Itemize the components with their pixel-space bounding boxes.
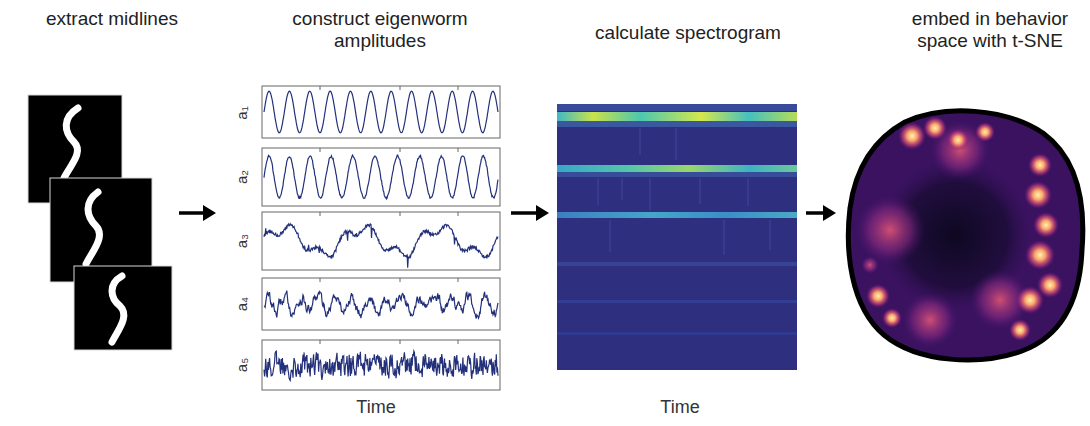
axis-label: a₁ [233,106,250,119]
axis-label: a₃ [233,234,250,248]
plot-frame [262,212,500,270]
panel-heading: calculate spectrogram [573,22,803,44]
arrow-head [203,205,216,221]
arrow-shaft [806,211,824,215]
panel-heading: embed in behavior space with t-SNE [895,8,1085,52]
axis-tick [458,278,459,282]
plot-frame [262,340,500,390]
panel-heading: construct eigenworm amplitudes [280,8,480,52]
amplitude-trace [264,351,498,380]
pipeline-panel: calculate spectrogram [555,96,800,372]
eigenworm-plots [262,86,500,390]
axis-tick [320,212,321,216]
axis-tick [400,212,401,216]
axis-tick [400,86,401,90]
axis-tick [320,148,321,152]
flow-arrow [806,205,836,221]
amplitude-trace [264,224,498,268]
arrow-head [823,205,836,221]
amplitude-trace [264,291,498,319]
plot-frame [262,148,500,206]
axis-tick [458,212,459,216]
axis-tick [320,278,321,282]
worm-frames [28,95,172,350]
pipeline-panel: construct eigenworm amplitudes [222,66,505,392]
amplitude-trace [264,155,498,199]
axis-tick [320,86,321,90]
arrow-shaft [179,211,204,215]
flow-arrow [511,205,549,221]
pipeline-panel: extract midlines [7,88,173,352]
panel-heading: extract midlines [37,8,187,30]
axis-label: a₅ [233,358,250,372]
time-axis-label: Time [356,397,395,418]
axis-tick [458,340,459,344]
axis-tick [400,278,401,282]
axis-label: a₂ [233,170,250,184]
amplitude-trace [264,91,498,133]
axis-tick [400,340,401,344]
arrow-head [536,205,549,221]
arrow-shaft [511,211,537,215]
axis-tick [458,86,459,90]
time-axis-label: Time [660,397,699,418]
axis-tick [458,148,459,152]
pipeline-panel: embed in behavior space with t-SNE [842,100,1086,364]
axis-tick [320,340,321,344]
spectrogram [557,104,797,370]
plot-frame [262,86,500,138]
behavior-map [848,111,1083,360]
flow-arrow [179,205,216,221]
axis-label: a₄ [233,297,250,311]
axis-tick [400,148,401,152]
plot-frame [262,278,500,330]
